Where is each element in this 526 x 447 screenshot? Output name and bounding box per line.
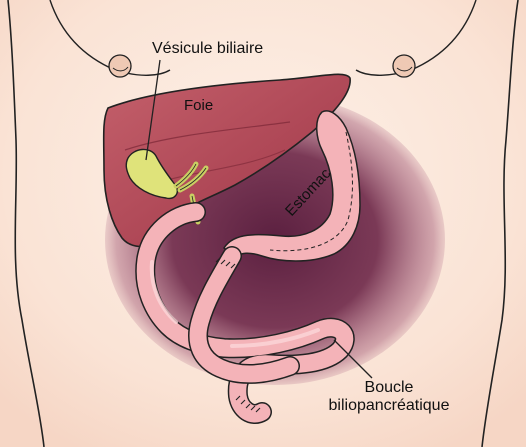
label-boucle-biliopancreatique: Boucle biliopancréatique [304,379,474,415]
label-boucle-line1: Boucle [304,379,474,397]
right-nipple [393,55,415,77]
label-vesicule-biliaire: Vésicule biliaire [152,40,263,58]
left-nipple [109,55,131,77]
label-foie: Foie [184,97,213,115]
label-boucle-line2: biliopancréatique [304,397,474,415]
